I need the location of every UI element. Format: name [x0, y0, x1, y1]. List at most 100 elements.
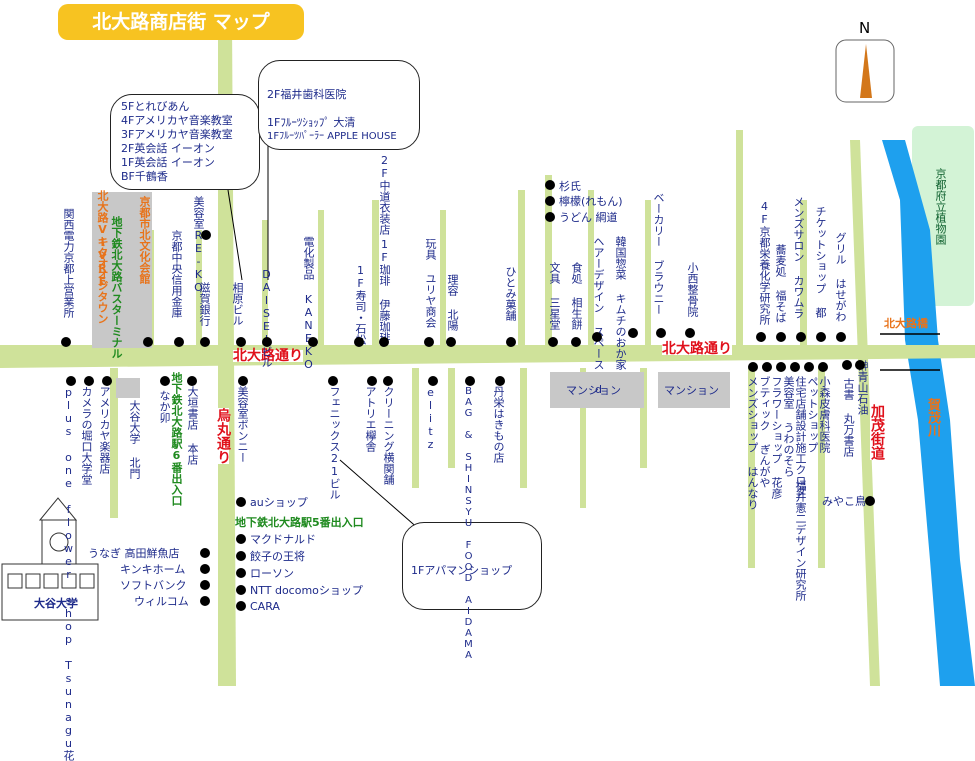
university-label: 大谷大学 — [34, 597, 78, 610]
shop-label: 美容室ボンニー — [236, 386, 249, 463]
shop-label: 4F京都栄養化学研究所 — [758, 200, 771, 325]
shop-label: 関西電力京都上営業所 — [62, 208, 75, 318]
callout-line: 5Fとれびあん — [121, 100, 190, 113]
shop-label: 福井憲二デザイン研究所 — [794, 480, 807, 601]
bridge-label: 北大路橋 — [884, 317, 928, 330]
shop-label: 玩具 ユリヤ商会 — [424, 238, 437, 328]
shop-label: 1F寿司・石松 — [354, 264, 367, 345]
shop-label: ローソン — [250, 567, 294, 580]
shop-marker — [236, 585, 246, 595]
shop-marker — [756, 332, 766, 342]
shop-marker — [804, 362, 814, 372]
shop-label: 住宅店舗設計施工クロダ — [794, 376, 807, 497]
callout-line: BF千鶴香 — [121, 170, 168, 183]
shop-label: 京都中央信用金庫 — [170, 230, 183, 318]
shop-label: 美容室 うわのそら — [782, 376, 795, 477]
shop-label: ひとみ菓舗 — [504, 266, 517, 321]
shop-label: NTT docomoショップ — [250, 584, 363, 597]
shop-marker — [816, 332, 826, 342]
shop-marker — [328, 376, 338, 386]
mansion-label: マンション — [566, 384, 621, 397]
shop-marker — [200, 580, 210, 590]
shop-marker — [836, 332, 846, 342]
shop-label: 京都市北文化会館 — [138, 196, 151, 284]
shop-marker — [236, 337, 246, 347]
shop-label: 地下鉄北大路駅6番出入口 — [170, 372, 183, 506]
shop-label: 滋賀銀行 — [198, 282, 211, 326]
shop-marker — [383, 376, 393, 386]
shop-marker — [790, 362, 800, 372]
shop-marker — [685, 328, 695, 338]
shop-label: ペットショップ — [806, 376, 819, 453]
shop-label: キタオオジタウン — [96, 236, 109, 324]
shop-marker — [236, 568, 246, 578]
shop-label: BAG & SHINSYU FOOD AIDAMA — [463, 386, 474, 661]
callout-line: 2F福井歯科医院 — [267, 88, 347, 101]
shop-marker — [236, 551, 246, 561]
shop-label: うなぎ 高田鮮魚店 — [88, 547, 180, 560]
shop-label: DAISEIビル — [260, 268, 273, 368]
river-label: 賀茂川 — [925, 398, 940, 437]
shop-marker — [748, 362, 758, 372]
shop-marker — [424, 337, 434, 347]
shop-label: 食処 相生餅 — [570, 262, 583, 330]
shop-label: auショップ — [250, 496, 308, 509]
callout-building-left: 5Fとれびあん 4Fアメリカヤ音楽教室 3Fアメリカヤ音楽教室 2F英会話 イー… — [110, 94, 260, 190]
road-kitaoji-west: 北大路通り — [233, 348, 303, 364]
shop-label: フェニックス21ビル — [328, 386, 341, 500]
shop-marker — [201, 230, 211, 240]
shop-label: 杉氏 — [559, 180, 581, 193]
shop-marker — [762, 362, 772, 372]
kamo-kaido-road — [850, 140, 880, 686]
shop-marker — [776, 332, 786, 342]
shop-label: フラワーショップ 花彦 — [770, 376, 783, 499]
shop-label: キンキホーム — [120, 563, 186, 576]
shop-label: うどん 綱道 — [559, 211, 618, 224]
shop-label: カメラの堀口大学堂 — [80, 386, 93, 485]
shop-marker — [200, 564, 210, 574]
shop-marker — [545, 196, 555, 206]
shop-label: なか卯 — [158, 390, 171, 423]
shop-label: みやこ鳥 — [822, 495, 866, 508]
callout-line: 1Fアパマンショップ — [411, 564, 513, 577]
shop-marker — [236, 497, 246, 507]
shop-marker — [855, 360, 865, 370]
shop-label: ブティック ぎんがや — [758, 376, 771, 488]
shop-label: 榊青山石油 — [856, 360, 869, 415]
callout-apamanshop: 1Fアパマンショップ — [402, 522, 542, 610]
shop-marker — [465, 376, 475, 386]
otani-block — [116, 378, 140, 398]
park-label: 京都府立植物園 — [934, 168, 947, 245]
shop-marker — [428, 376, 438, 386]
road-karasuma: 烏丸通り — [215, 408, 231, 464]
shop-marker — [200, 548, 210, 558]
shop-marker — [571, 337, 581, 347]
bunka-kaikan-block — [92, 192, 152, 348]
shop-marker — [187, 376, 197, 386]
shop-marker — [236, 534, 246, 544]
shop-marker — [446, 337, 456, 347]
shop-marker — [262, 337, 272, 347]
shop-marker — [200, 596, 210, 606]
shop-label: 大垣書店 本店 — [186, 386, 199, 465]
map-canvas: 北大路商店街 マップ N 5Fとれびあん 4Fアメリカヤ音楽教室 3Fアメリカヤ… — [0, 4, 975, 761]
shop-label: 小森皮膚科医院 — [818, 376, 831, 453]
shop-label: 電化製品 KANEKO — [302, 236, 315, 371]
shop-marker — [796, 332, 806, 342]
shop-label: 古書 丸万書店 — [842, 378, 855, 457]
shop-label: 北大路VIVRE — [96, 190, 109, 288]
shop-marker — [367, 376, 377, 386]
shop-label: plus one flower shop Tsunagu花 — [62, 386, 75, 761]
mansion-label: マンション — [664, 384, 719, 397]
shop-label: 地下鉄北大路駅5番出入口 — [235, 516, 364, 529]
shop-label: CARA — [250, 600, 280, 613]
shop-label: 丹栄はきもの店 — [492, 386, 505, 463]
shop-marker — [236, 601, 246, 611]
shop-label: ベーカリー ブラウニー — [652, 192, 665, 315]
shop-label: グリル はせがわ — [834, 232, 847, 322]
shop-marker — [495, 376, 505, 386]
shop-label: ヘアーデザイン スペース d — [592, 236, 605, 396]
callout-line: 4Fアメリカヤ音楽教室 — [121, 114, 233, 127]
callout-line: 3Fアメリカヤ音楽教室 — [121, 128, 233, 141]
shop-label: マクドナルド — [250, 533, 316, 546]
